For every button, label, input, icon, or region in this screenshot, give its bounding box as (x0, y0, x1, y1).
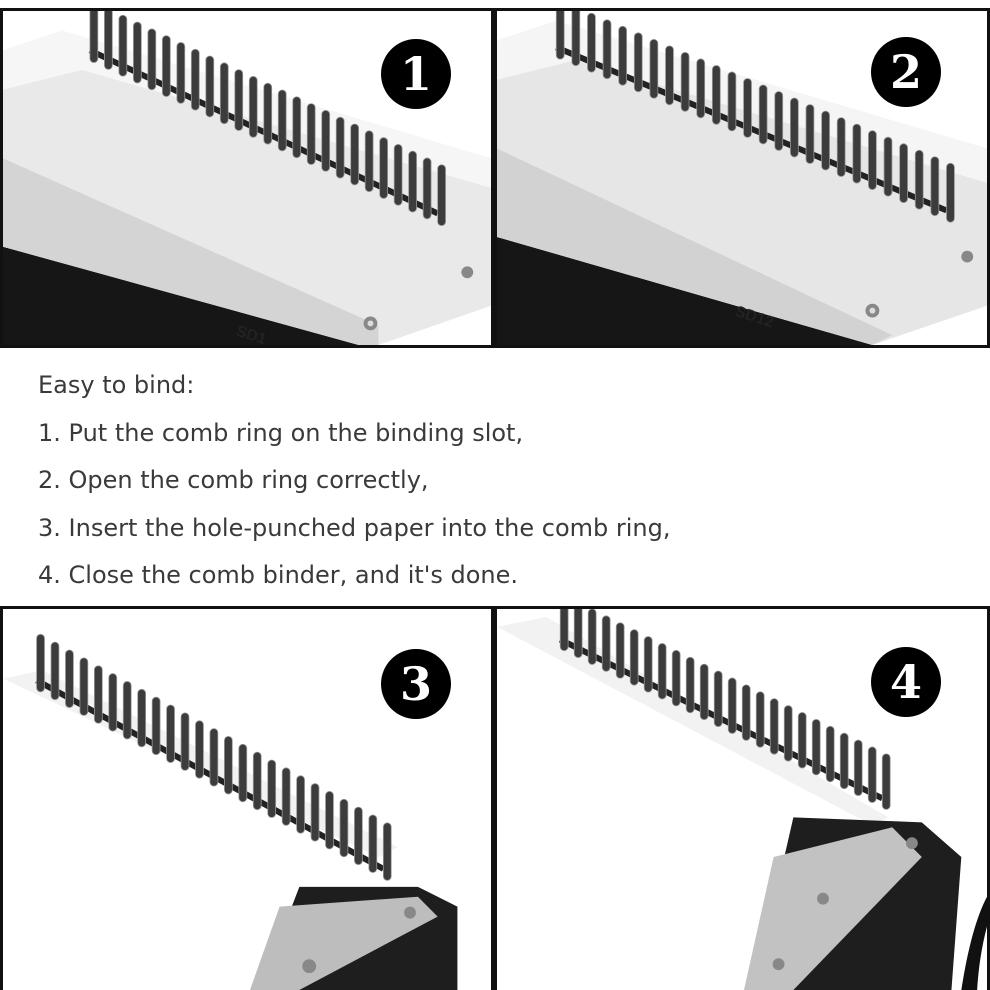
step-badge: 3 (381, 649, 451, 719)
step-4-photo: 4 (494, 606, 990, 990)
binding-machine-illustration (3, 633, 458, 990)
step-2-text: 2. Open the comb ring correctly, (38, 466, 429, 494)
comb-ring (558, 609, 891, 810)
comb-ring (35, 633, 392, 881)
instructions-heading: Easy to bind: (38, 371, 195, 399)
step-1-photo: SD1 1 (0, 8, 494, 348)
step-1-text: 1. Put the comb ring on the binding slot… (38, 418, 524, 447)
step-4-text: 4. Close the comb binder, and it's done. (38, 561, 519, 589)
binding-machine-illustration (497, 609, 987, 990)
step-3-photo: 3 (0, 606, 494, 990)
step-badge: 2 (871, 37, 941, 107)
binding-machine-illustration: SD12 (497, 11, 987, 345)
instructions: Easy to bind: 1. Put the comb ring on th… (38, 362, 958, 600)
step-3-text: 3. Insert the hole-punched paper into th… (38, 513, 671, 542)
step-badge: 4 (871, 647, 941, 717)
step-badge: 1 (381, 39, 451, 109)
step-2-photo: SD12 2 (494, 8, 990, 348)
comb-ring (88, 11, 446, 227)
binding-machine-illustration: SD1 (3, 11, 491, 345)
comb-ring (555, 11, 955, 223)
